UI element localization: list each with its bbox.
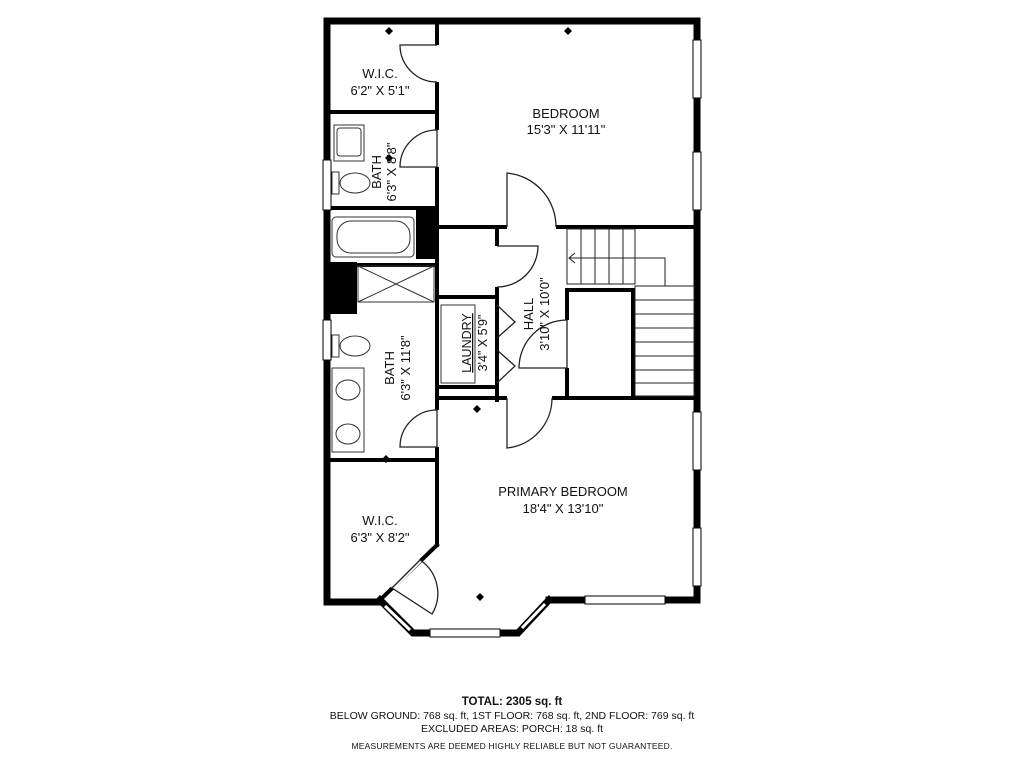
- room-name: PRIMARY BEDROOM: [498, 484, 628, 499]
- room-name: HALL: [521, 298, 536, 331]
- doors: [390, 44, 570, 615]
- room-bath-mid: BATH 6'3" X 11'8": [382, 335, 413, 401]
- angled-windows: [383, 602, 547, 632]
- room-name: W.I.C.: [362, 513, 397, 528]
- room-bedroom: BEDROOM 15'3" X 11'11": [527, 106, 606, 137]
- room-dims: 3'4" X 5'9": [476, 315, 490, 372]
- room-wic-top: W.I.C. 6'2" X 5'1": [350, 66, 409, 98]
- fixtures: [331, 124, 476, 453]
- room-dims: 15'3" X 11'11": [527, 122, 606, 137]
- room-dims: 18'4" X 13'10": [523, 501, 604, 516]
- room-name: BATH: [369, 155, 384, 189]
- room-dims: 6'2" X 5'1": [350, 83, 409, 98]
- room-wic-bottom: W.I.C. 6'3" X 8'2": [350, 513, 409, 545]
- disclaimer: MEASUREMENTS ARE DEEMED HIGHLY RELIABLE …: [351, 741, 673, 751]
- room-dims: 6'3" X 8'2": [350, 530, 409, 545]
- room-name: BEDROOM: [532, 106, 599, 121]
- room-laundry: LAUNDRY 3'4" X 5'9": [460, 313, 490, 373]
- wall-markers: [382, 27, 572, 601]
- chase-block: [328, 262, 357, 314]
- room-dims: 6'3" X 8'8": [384, 142, 399, 201]
- room-hall: HALL 3'10" X 10'0": [521, 277, 552, 351]
- room-primary-bedroom: PRIMARY BEDROOM 18'4" X 13'10": [498, 484, 628, 516]
- room-name: W.I.C.: [362, 66, 397, 81]
- floor-areas: BELOW GROUND: 768 sq. ft, 1ST FLOOR: 768…: [329, 710, 695, 722]
- windows: [322, 39, 702, 638]
- room-name: BATH: [382, 351, 397, 385]
- room-name: LAUNDRY: [460, 313, 474, 373]
- excluded-areas: EXCLUDED AREAS: PORCH: 18 sq. ft: [420, 723, 604, 735]
- room-bath-top: BATH 6'3" X 8'8": [369, 142, 399, 201]
- total-area: TOTAL: 2305 sq. ft: [461, 696, 563, 708]
- chase-block: [416, 207, 437, 259]
- room-dims: 6'3" X 11'8": [398, 335, 413, 401]
- room-dims: 3'10" X 10'0": [537, 277, 552, 351]
- stairs: [566, 228, 695, 397]
